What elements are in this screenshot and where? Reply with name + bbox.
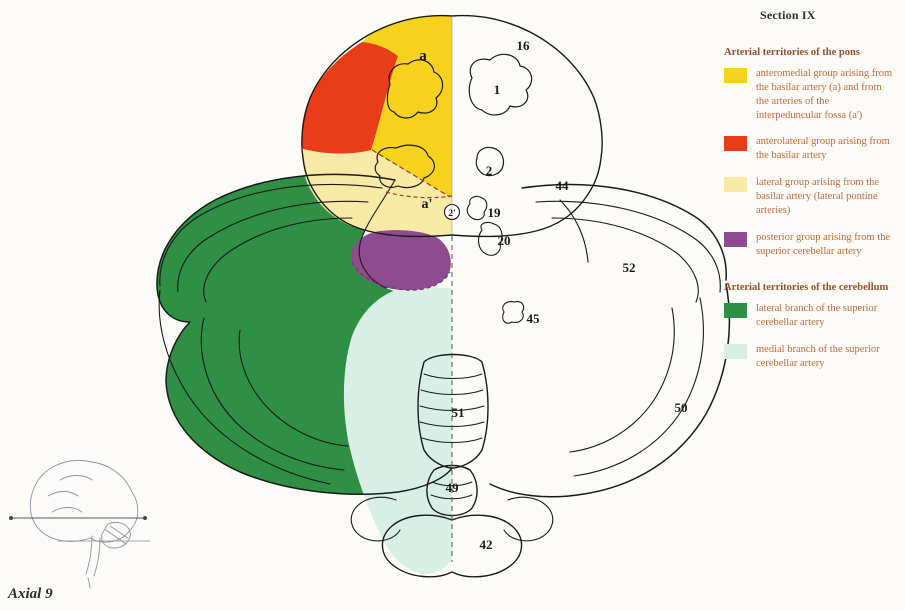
territory-posterior-group [351, 230, 451, 291]
legend-label-anterolateral: anterolateral group arising from the bas… [756, 136, 890, 162]
left-folia-2 [177, 200, 369, 293]
label-20: 20 [498, 233, 511, 248]
legend-label-posterior-group: posterior group arising from the superio… [756, 231, 891, 257]
inset-cerebellum [101, 521, 131, 549]
territory-anteromedial [362, 15, 452, 198]
orientation-inset [9, 460, 151, 589]
posterior-boundary-dashed [351, 261, 451, 291]
color-swatch-lateral-group [724, 177, 747, 193]
pons-outline [301, 14, 603, 238]
left-cerebellum-medial-edge [358, 179, 396, 289]
color-swatch-cerebellar-medial [724, 344, 747, 360]
structure-outline-45 [502, 301, 525, 324]
label-16: 16 [517, 38, 531, 53]
section-title: Section IX [760, 8, 816, 22]
flanking-lobule-right [503, 496, 554, 542]
legend-item-posterior-group: posterior group arising from the superio… [724, 231, 903, 259]
label-19: 19 [488, 205, 502, 220]
right-peduncle-line [559, 199, 589, 263]
structure-outline-2 [475, 146, 505, 177]
structure-outline-1 [468, 53, 533, 116]
color-swatch-anterolateral [724, 136, 747, 152]
inset-gyri [47, 475, 93, 513]
vermis-51-segments [419, 373, 485, 443]
territory-anterolateral [301, 42, 398, 154]
dashed-lines [351, 16, 453, 562]
structure-outline-left-lower [374, 144, 435, 189]
legend-block-pons: Arterial territories of the pons anterom… [722, 47, 903, 258]
left-folia-4 [158, 289, 331, 485]
label-45: 45 [527, 311, 541, 326]
figure-labels: a a' 16 1 2 44 2' 19 20 52 45 51 50 49 4… [419, 38, 687, 552]
inset-brainstem [85, 535, 101, 589]
color-swatch-posterior-group [724, 231, 747, 247]
label-2: 2 [486, 163, 493, 178]
label-50: 50 [675, 400, 688, 415]
structure-outline-20 [477, 221, 503, 256]
legend-item-lateral-group: lateral group arising from the basilar a… [724, 176, 903, 218]
left-cerebellum-outline [156, 173, 453, 495]
label-52: 52 [623, 260, 636, 275]
label-1: 1 [494, 82, 501, 97]
label-51: 51 [452, 405, 465, 420]
colored-territories [156, 15, 452, 574]
left-folia-3 [203, 217, 353, 303]
right-folia-5 [569, 307, 675, 453]
color-swatch-cerebellar-lateral [724, 303, 747, 319]
vermis-51-outline [417, 353, 489, 469]
legend-label-anteromedial: anteromedial group arising from the basi… [756, 68, 893, 121]
right-folia-3 [551, 217, 699, 303]
anteromedial-boundary-dashed [371, 149, 451, 198]
label-2-prime: 2' [448, 209, 455, 219]
label-a: a [419, 48, 427, 64]
legend-block-cerebellum: Arterial territories of the cerebellum l… [722, 282, 903, 370]
legend-item-cerebellar-lateral: lateral branch of the superior cerebella… [724, 302, 903, 330]
right-folia-1 [521, 183, 727, 281]
color-swatch-anteromedial [724, 68, 747, 83]
vermis-49-outline [426, 464, 478, 517]
territory-lateral-group [302, 149, 452, 236]
structure-outline-left-upper [386, 59, 444, 119]
legend-label-lateral-group: lateral group arising from the basilar a… [756, 177, 880, 216]
right-folia-4 [573, 297, 704, 477]
label-49: 49 [446, 480, 460, 495]
label-a-prime: a' [422, 197, 433, 212]
legend-label-cerebellar-lateral: lateral branch of the superior cerebella… [756, 303, 878, 329]
left-folia-1 [159, 183, 383, 287]
section-line-dot-right [143, 516, 147, 520]
structure-outline-19 [466, 195, 488, 221]
legend-item-anteromedial: anteromedial group arising from the basi… [724, 67, 903, 122]
flanking-lobule-left [350, 496, 401, 542]
right-folia-2 [535, 200, 721, 293]
legend-item-anterolateral: anterolateral group arising from the bas… [724, 135, 903, 163]
figure-caption: Axial 9 [8, 586, 53, 602]
legend-heading-cerebellum: Arterial territories of the cerebellum [724, 282, 889, 294]
label-42: 42 [480, 537, 493, 552]
lobule-42-outline [381, 514, 523, 578]
section-line-dot-left [9, 516, 13, 520]
legend-heading-pons: Arterial territories of the pons [724, 47, 860, 58]
legend-item-cerebellar-medial: medial branch of the superior cerebellar… [724, 343, 903, 371]
label-44: 44 [556, 178, 570, 193]
territory-cerebellar-medial-branch [343, 288, 452, 574]
legend-panel: Section IX Arterial territories of the p… [722, 8, 903, 384]
left-folia-5 [200, 317, 345, 471]
inset-brain-outline [29, 460, 139, 543]
legend-label-cerebellar-medial: medial branch of the superior cerebellar… [756, 344, 880, 370]
left-folia-6 [238, 329, 349, 447]
